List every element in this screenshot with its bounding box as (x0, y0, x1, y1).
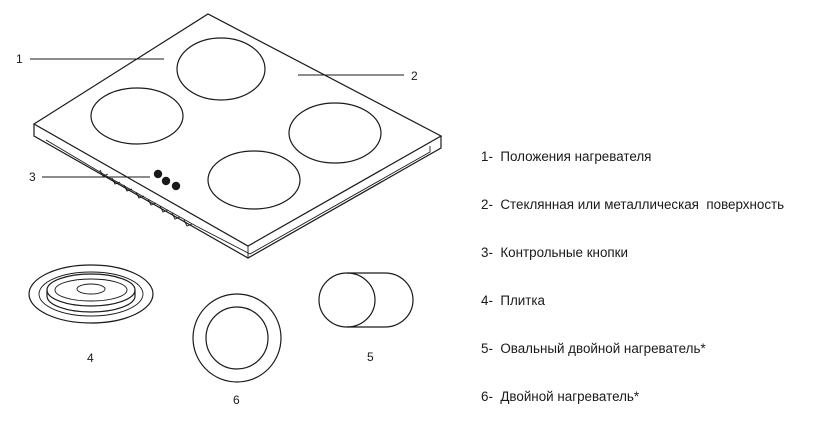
side-vents (99, 169, 193, 227)
legend-item-1: 1- Положения нагревателя (481, 149, 652, 164)
figure-label-6: 6 (233, 393, 240, 407)
oval-double-heater-figure (318, 272, 414, 328)
heating-zone-right (288, 102, 382, 164)
legend: 1- Положения нагревателя 2- Стеклянная и… (481, 117, 784, 421)
legend-item-2: 2- Стеклянная или металлическая поверхно… (481, 197, 785, 212)
surface-edge (33, 124, 442, 259)
heating-zone-rear (176, 37, 266, 101)
callout-1: 1 (16, 52, 23, 66)
figure-label-4: 4 (87, 351, 94, 365)
tile-plate-figure (28, 264, 154, 324)
control-knobs (153, 169, 181, 191)
callout-3: 3 (29, 170, 36, 184)
glass-surface (32, 13, 443, 247)
cooktop (32, 13, 443, 259)
figure-label-5: 5 (367, 350, 374, 364)
heating-zone-left (90, 87, 184, 145)
double-heater-figure (192, 293, 282, 383)
legend-item-5: 5- Овальный двойной нагреватель* (481, 341, 706, 356)
hob-diagram: 1 2 3 4 5 6 (16, 13, 443, 407)
legend-item-3: 3- Контрольные кнопки (481, 245, 628, 260)
legend-item-4: 4- Плитка (481, 293, 545, 308)
legend-item-6: 6- Двойной нагреватель* (481, 389, 640, 404)
heating-zone-front (207, 150, 301, 210)
callout-2: 2 (411, 69, 418, 83)
underside-frame (45, 139, 251, 255)
